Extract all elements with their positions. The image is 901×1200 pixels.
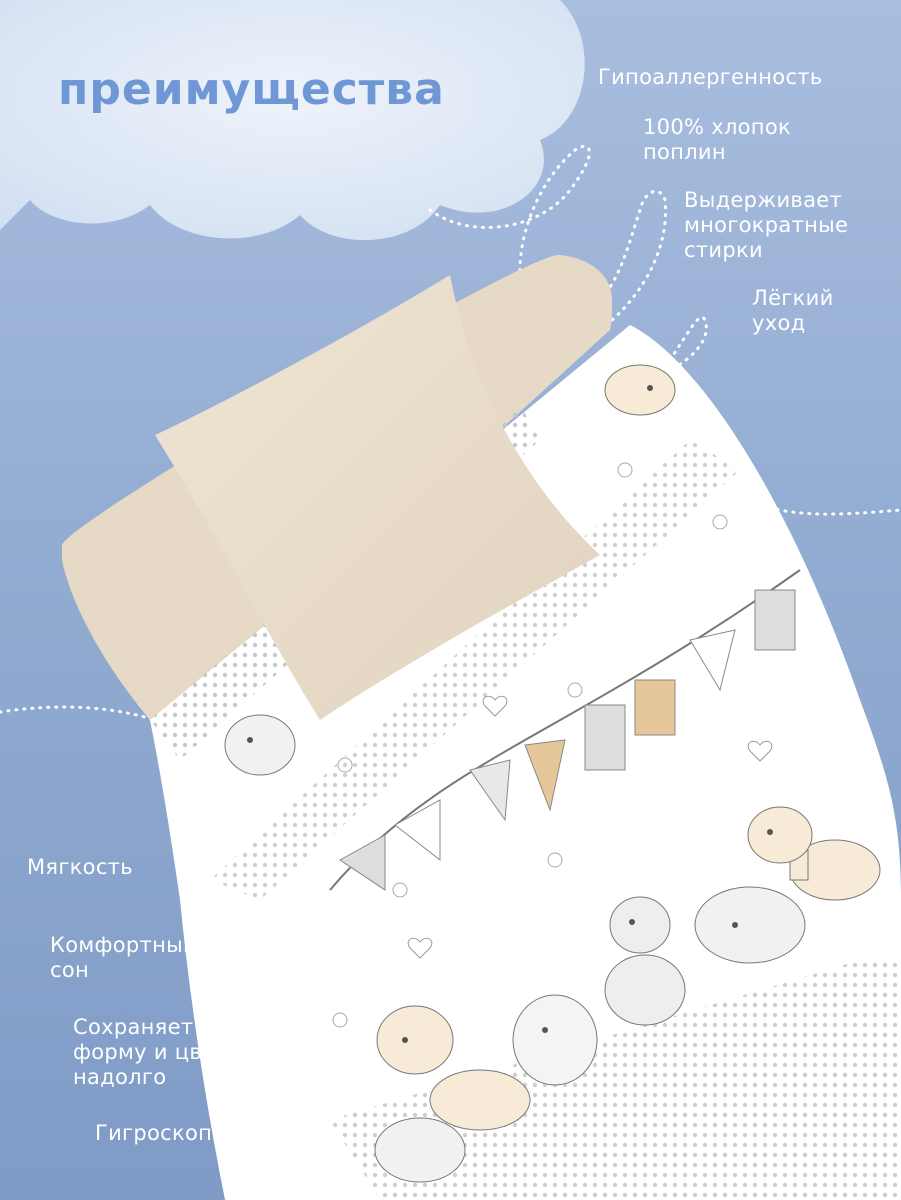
benefit-keeps-shape: Сохраняет форму и цвет надолго [73, 1015, 228, 1089]
circle-decoration [392, 882, 408, 898]
dotted-band [330, 960, 901, 1200]
circle-decoration [332, 1012, 348, 1028]
circle-decoration [617, 462, 633, 478]
flag [634, 679, 676, 736]
giraffe-bottom [376, 1005, 531, 1131]
benefit-easy-care: Лёгкий уход [752, 286, 834, 335]
pillow [155, 275, 600, 720]
flag [754, 589, 796, 651]
heart-decoration [407, 937, 433, 959]
elephant-left [224, 714, 296, 776]
benefit-hygroscopic: Гигроскопичность [95, 1121, 304, 1145]
flag [339, 834, 386, 891]
page-title: преимущества [58, 64, 445, 115]
flag [524, 739, 566, 812]
giraffe-right [747, 806, 881, 901]
hippo [512, 994, 598, 1086]
benefit-washes: Выдерживает многократные стирки [684, 188, 849, 262]
flag [584, 704, 626, 771]
benefit-comfortable-sleep: Комфортный сон [50, 933, 197, 982]
giraffe-top [604, 364, 676, 416]
flag [469, 759, 511, 822]
circle-decoration [567, 682, 583, 698]
dotted-band [210, 440, 740, 900]
bunting-flags [329, 569, 801, 891]
elephant [694, 886, 806, 964]
flag [394, 799, 441, 862]
flag [689, 629, 736, 692]
circle-decoration [337, 757, 353, 773]
duvet-cover [150, 325, 901, 1200]
zebra [604, 896, 686, 1026]
heart-decoration [482, 695, 508, 717]
heart-decoration [747, 740, 773, 762]
elephant-bottom-left [374, 1117, 466, 1183]
circle-decoration [712, 514, 728, 530]
benefit-hypoallergenic: Гипоаллергенность [598, 65, 823, 89]
benefit-softness: Мягкость [27, 855, 133, 879]
benefit-cotton: 100% хлопок поплин [643, 115, 791, 164]
circle-decoration [547, 852, 563, 868]
